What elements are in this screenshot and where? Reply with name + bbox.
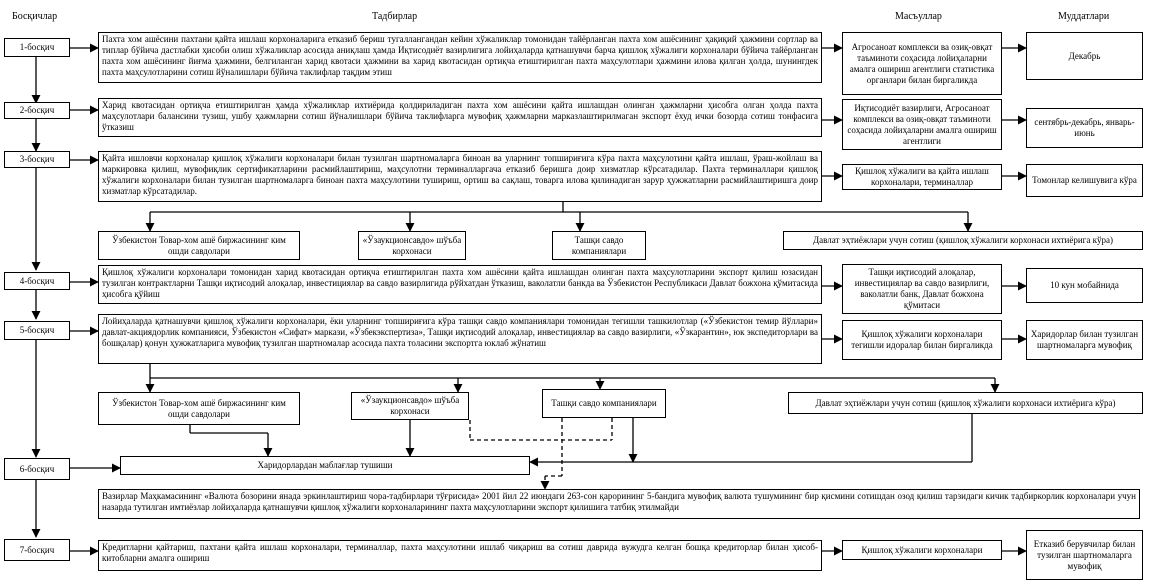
header-deadlines: Муддатлари: [1058, 11, 1110, 22]
channel-subsidiary-s3: «Ўзаукционсавдо» шўъба корхонаси: [358, 231, 466, 260]
stage-3: 3-босқич: [4, 151, 70, 168]
deadline-stage-1: Декабрь: [1026, 32, 1143, 80]
stage-1: 1-босқич: [4, 38, 70, 57]
stage-7: 7-босқич: [4, 539, 70, 561]
action-stage-3: Қайта ишловчи корхоналар қишлоқ хўжалиги…: [98, 151, 822, 202]
action-stage-6: Вазирлар Маҳкамасининг «Валюта бозорини …: [98, 489, 1140, 519]
deadline-stage-4: 10 кун мобайнида: [1026, 268, 1143, 303]
channel-exchange-s3: Ўзбекистон Товар-хом ашё биржасининг ким…: [98, 231, 300, 260]
channel-trade-cos-s5: Ташқи савдо компаниялари: [542, 389, 666, 418]
channel-trade-cos-s3: Ташқи савдо компаниялари: [552, 231, 646, 260]
header-stages: Босқичлар: [12, 11, 58, 22]
deadline-stage-7: Етказиб берувчилар билан тузилган шартно…: [1026, 530, 1143, 580]
responsible-stage-4: Ташқи иқтисодий алоқалар, инвестициялар …: [842, 264, 1002, 314]
action-stage-2: Харид квотасидан ортиқча етиштирилган ҳа…: [98, 98, 822, 137]
channel-exchange-s5: Ўзбекистон Товар-хом ашё биржасининг ким…: [98, 392, 300, 425]
stage-4: 4-босқич: [4, 272, 70, 290]
responsible-stage-1: Агросаноат комплекси ва озиқ-овқат таъми…: [842, 32, 1002, 95]
action-stage-7: Кредитларни қайтариш, пахтани қайта ишла…: [98, 540, 822, 571]
deadline-stage-5: Харидорлар билан тузилган шартномаларга …: [1026, 320, 1143, 360]
responsible-stage-3: Қишлоқ хўжалиги ва қайта ишлаш корхонала…: [842, 164, 1002, 190]
channel-state-needs-s3: Давлат эҳтиёжлари учун сотиш (қишлоқ хўж…: [783, 231, 1143, 250]
action-stage-4: Қишлоқ хўжалиги корхоналари томонидан ха…: [98, 265, 822, 304]
channel-state-needs-s5: Давлат эҳтиёжлари учун сотиш (қишлоқ хўж…: [788, 392, 1143, 414]
funds-receipt: Харидорлардан маблағлар тушиши: [120, 456, 530, 475]
stage-5: 5-босқич: [4, 321, 70, 340]
action-stage-5: Лойиҳаларда қатнашувчи қишлоқ хўжалиги к…: [98, 314, 822, 364]
responsible-stage-7: Қишлоқ хўжалиги корхоналари: [842, 540, 1002, 560]
action-stage-1: Пахта хом ашёсини пахтани қайта ишлаш ко…: [98, 32, 822, 83]
header-responsible: Масъуллар: [895, 11, 942, 22]
stage-2: 2-босқич: [4, 102, 70, 119]
deadline-stage-2: сентябрь-декабрь, январь-июнь: [1026, 108, 1143, 148]
channel-subsidiary-s5: «Ўзаукционсавдо» шўъба корхонаси: [351, 392, 469, 420]
responsible-stage-2: Иқтисодиёт вазирлиги, Агросаноат комплек…: [842, 99, 1002, 150]
responsible-stage-5: Қишлоқ хўжалиги корхоналари тегишли идор…: [842, 320, 1002, 360]
deadline-stage-3: Томонлар келишувига кўра: [1026, 164, 1143, 197]
stage-6: 6-босқич: [4, 458, 70, 480]
header-actions: Тадбирлар: [372, 11, 418, 22]
